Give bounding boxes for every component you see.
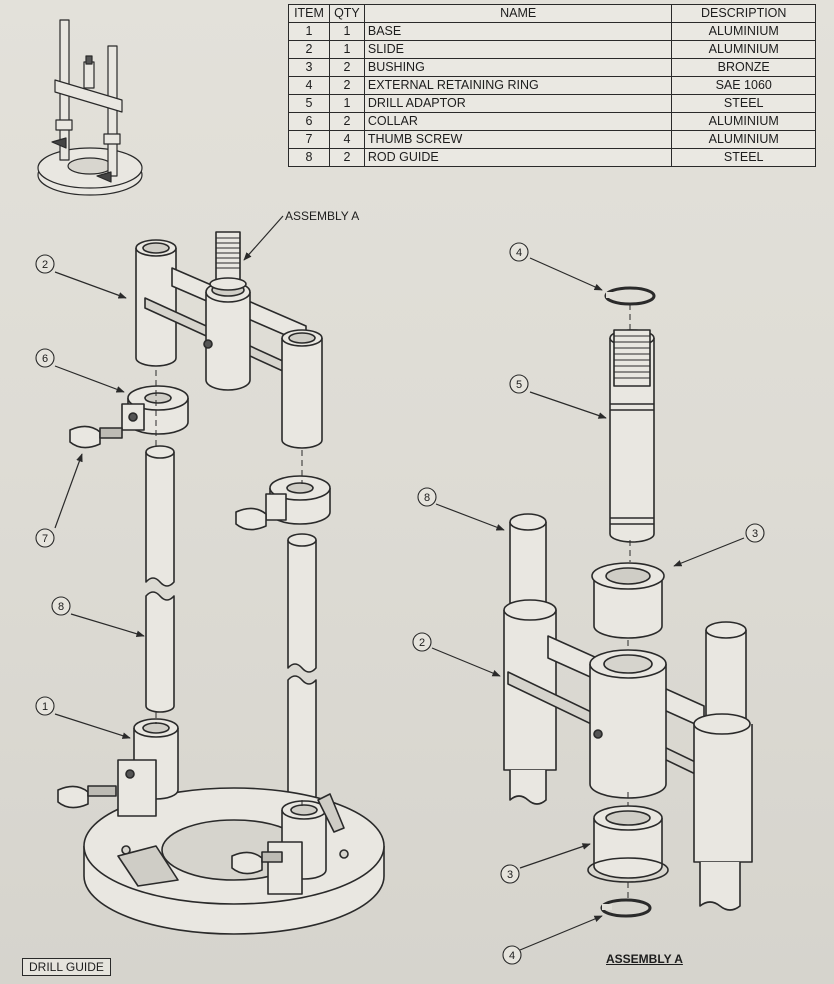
assembly-a-ring-top — [604, 286, 656, 306]
svg-text:8: 8 — [58, 601, 64, 613]
cell-description: ALUMINIUM — [671, 22, 816, 41]
callout-left-thumb-screw: 7 — [35, 528, 55, 548]
cell-description: ALUMINIUM — [671, 40, 816, 59]
callout-left-slide: 2 — [35, 254, 55, 274]
callout-right-rod-guide: 8 — [417, 487, 437, 507]
right-collar-part — [235, 475, 331, 531]
drawing-title: DRILL GUIDE — [22, 958, 111, 976]
svg-text:4: 4 — [516, 247, 522, 259]
cell-item: 2 — [288, 40, 330, 59]
left-slide-part — [135, 239, 323, 449]
left-thumb-screw-part — [69, 425, 123, 449]
cell-description: STEEL — [671, 148, 816, 167]
callout-left-rod-guide: 8 — [51, 596, 71, 616]
left-drill-adaptor-part — [209, 231, 247, 291]
assembly-a-slide — [503, 513, 753, 911]
assembly-a-bushing-bottom — [587, 805, 669, 883]
svg-text:2: 2 — [42, 259, 48, 271]
leader-lines — [54, 215, 745, 951]
svg-text:6: 6 — [42, 353, 48, 365]
callout-right-slide: 2 — [412, 632, 432, 652]
assembly-a-bushing-top — [591, 562, 665, 639]
assembly-a-adaptor — [609, 329, 655, 543]
svg-text:5: 5 — [516, 379, 522, 391]
cell-item: 8 — [288, 148, 330, 167]
center-lines — [155, 304, 631, 900]
callout-right-bushing-bottom: 3 — [500, 864, 520, 884]
assembly-a-ring-bottom — [600, 898, 652, 918]
callout-right-ring-top: 4 — [509, 242, 529, 262]
svg-text:3: 3 — [752, 528, 758, 540]
svg-text:3: 3 — [507, 869, 513, 881]
callout-right-bushing-top: 3 — [745, 523, 765, 543]
assembled-thumbnail — [37, 19, 143, 196]
left-collar-part — [121, 385, 189, 435]
base-part — [57, 718, 385, 935]
cell-name: ROD GUIDE — [363, 148, 673, 167]
right-rod-guide-part — [287, 533, 317, 803]
svg-text:7: 7 — [42, 533, 48, 545]
assembly-a-reference-label: ASSEMBLY A — [285, 209, 360, 223]
callout-left-base: 1 — [35, 696, 55, 716]
left-rod-guide-part — [145, 445, 175, 713]
callout-right-ring-bottom: 4 — [502, 945, 522, 965]
parts-list-header-row: ITEM QTY NAME DESCRIPTION — [288, 4, 816, 23]
callout-left-collar: 6 — [35, 348, 55, 368]
svg-text:2: 2 — [419, 637, 425, 649]
cell-item: 4 — [288, 76, 330, 95]
cell-name: EXTERNAL RETAINING RING — [363, 76, 673, 95]
cell-description: STEEL — [671, 94, 816, 113]
header-item: ITEM — [288, 4, 330, 23]
header-description: DESCRIPTION — [671, 4, 816, 23]
cell-description: ALUMINIUM — [671, 112, 816, 131]
assembly-a-title: ASSEMBLY A — [606, 952, 683, 966]
svg-text:1: 1 — [42, 701, 48, 713]
callout-right-adaptor: 5 — [509, 374, 529, 394]
svg-text:4: 4 — [509, 950, 515, 962]
svg-text:8: 8 — [424, 492, 430, 504]
